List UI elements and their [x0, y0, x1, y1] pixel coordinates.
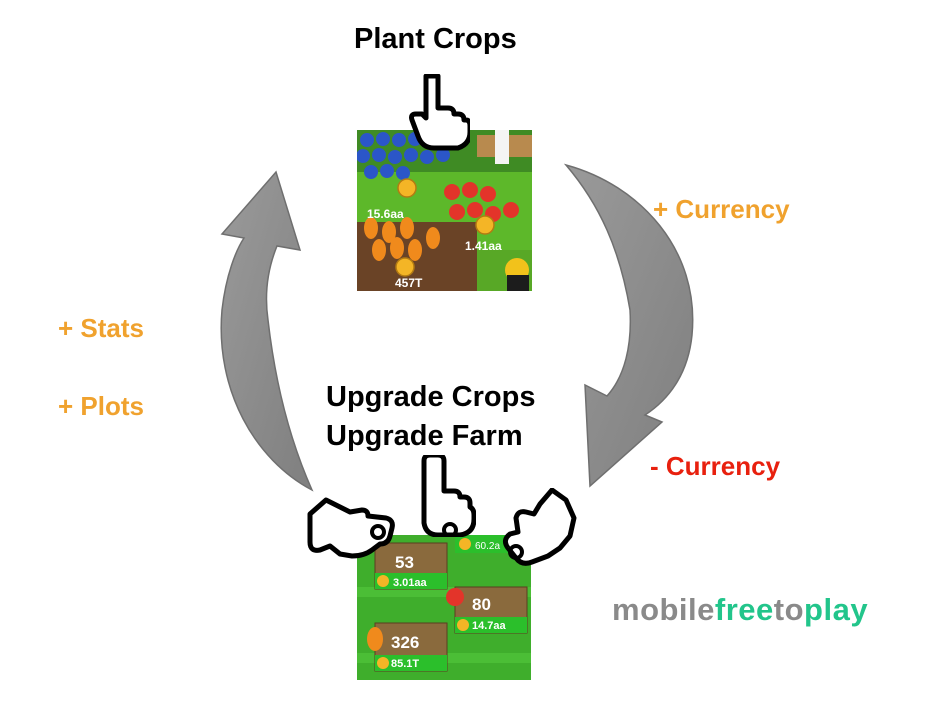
logo-mobile: mobile [612, 592, 715, 627]
card4-cost: 60.2a [475, 541, 500, 552]
card1-cost: 3.01aa [393, 577, 428, 589]
left-cycle-arrow [220, 170, 314, 492]
upgrade-screenshot: 53 3.01aa 60.2a 80 14.7aa 326 85.1T [357, 535, 531, 680]
pointing-hand-icon [421, 455, 476, 537]
right-cycle-arrow [563, 163, 694, 488]
card2-level: 80 [472, 595, 491, 614]
logo-to: to [773, 592, 805, 627]
top-value-3: 457T [395, 276, 423, 290]
pointing-hand-icon [409, 74, 470, 151]
logo-free: free [714, 592, 774, 627]
card1-level: 53 [395, 553, 414, 572]
logo-play: play [804, 592, 869, 627]
pointing-hand-icon [307, 497, 395, 559]
plus-stats-label: + Stats [58, 313, 144, 343]
plus-currency-label: + Currency [653, 194, 790, 224]
top-value-2: 1.41aa [465, 239, 502, 253]
pointing-hand-icon [502, 488, 577, 566]
plant-crops-title: Plant Crops [354, 23, 517, 55]
minus-currency-label: - Currency [650, 451, 781, 481]
upgrade-crops-label: Upgrade Crops [326, 381, 536, 413]
upgrade-farm-label: Upgrade Farm [326, 420, 523, 452]
plus-plots-label: + Plots [58, 391, 144, 421]
card3-cost: 85.1T [391, 658, 419, 670]
card2-cost: 14.7aa [472, 620, 507, 632]
card3-level: 326 [391, 633, 419, 652]
top-value-1: 15.6aa [367, 207, 404, 221]
mobilefreetoplay-logo: mobilefreetoplay [612, 592, 868, 628]
